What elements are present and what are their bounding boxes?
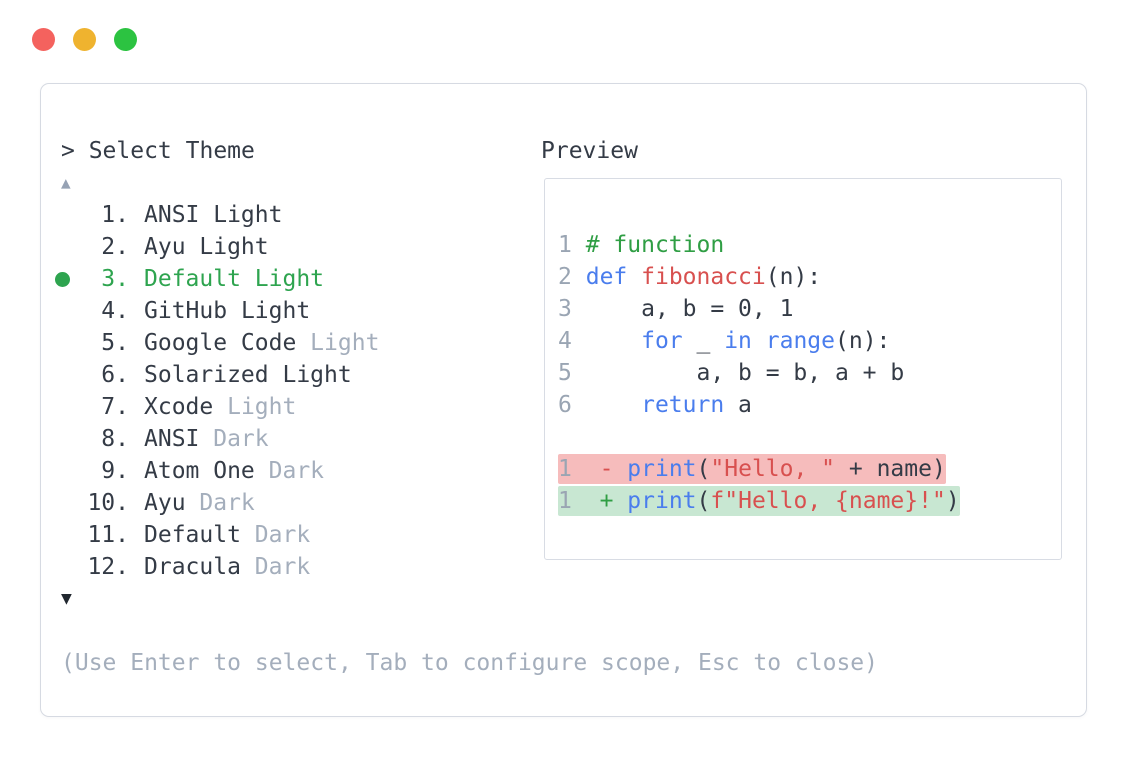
preview-box: 1 # function 2 def fibonacci(n): 3 a, b = …: [544, 178, 1062, 560]
line-number: 3: [558, 296, 572, 322]
theme-item-label: Dracula: [144, 554, 241, 580]
bullet-spacer: [53, 455, 73, 487]
bullet-spacer: [53, 327, 73, 359]
theme-item-variant: Dark: [254, 458, 325, 484]
code-line: 2 def fibonacci(n):: [558, 264, 822, 290]
theme-item-number: 4.: [101, 298, 129, 324]
line-number: 1: [558, 456, 572, 482]
theme-item-ayu-dark[interactable]: 10. Ayu Dark: [53, 487, 878, 519]
bullet-spacer: [53, 359, 73, 391]
theme-item-variant: Light: [296, 330, 380, 356]
bullet-spacer: [53, 519, 73, 551]
bullet-spacer: [53, 391, 73, 423]
theme-item-label: Xcode: [144, 394, 214, 420]
theme-item-solarized-light[interactable]: 6. Solarized Light: [53, 359, 878, 391]
theme-selector-panel: > Select Theme ▲ 1. ANSI Light 2. Ayu Light…: [40, 83, 1087, 717]
theme-item-variant: Dark: [185, 490, 255, 516]
theme-item-github-light[interactable]: 4. GitHub Light: [53, 295, 878, 327]
theme-item-variant: Light: [268, 362, 352, 388]
line-number: 6: [558, 392, 572, 418]
scroll-down-indicator[interactable]: ▼: [61, 588, 72, 609]
theme-item-label: Atom One: [144, 458, 255, 484]
line-number: 2: [558, 264, 572, 290]
theme-item-variant: Dark: [240, 554, 311, 580]
bullet-spacer: [53, 423, 73, 455]
theme-item-variant: Light: [199, 202, 283, 228]
theme-item-number: 5.: [101, 330, 129, 356]
theme-item-label: Default: [144, 266, 241, 292]
theme-item-label: ANSI: [144, 202, 200, 228]
theme-item-ansi-light[interactable]: 1. ANSI Light: [53, 199, 878, 231]
theme-item-google-code-light[interactable]: 5. Google Code Light: [53, 327, 878, 359]
bullet-spacer: [53, 199, 73, 231]
code-sample: 1 # function 2 def fibonacci(n): 3 a, b = …: [545, 179, 1061, 517]
theme-item-atom-one-dark[interactable]: 9. Atom One Dark: [53, 455, 878, 487]
code-line: 1 # function: [558, 232, 725, 258]
minimize-button[interactable]: [73, 28, 96, 51]
theme-item-variant: Light: [185, 234, 269, 260]
code-line: 3 a, b = 0, 1: [558, 296, 794, 322]
theme-item-variant: Light: [240, 266, 325, 292]
theme-item-number: 7.: [101, 394, 129, 420]
close-button[interactable]: [32, 28, 55, 51]
theme-item-number: 6.: [101, 362, 129, 388]
theme-item-default-light[interactable]: 3. Default Light: [53, 263, 878, 295]
line-number: 4: [558, 328, 572, 354]
theme-item-label: Google Code: [144, 330, 297, 356]
line-number: 5: [558, 360, 572, 386]
theme-item-label: Ayu: [144, 234, 186, 260]
bullet-spacer: [53, 487, 73, 519]
window-controls: [32, 28, 137, 51]
theme-item-default-dark[interactable]: 11. Default Dark: [53, 519, 878, 551]
zoom-button[interactable]: [114, 28, 137, 51]
theme-item-variant: Dark: [199, 426, 269, 452]
theme-item-label: ANSI: [144, 426, 200, 452]
theme-item-number: 12.: [87, 554, 129, 580]
line-number: 1: [558, 232, 572, 258]
theme-item-number: 9.: [101, 458, 129, 484]
theme-item-xcode-light[interactable]: 7. Xcode Light: [53, 391, 878, 423]
theme-item-label: GitHub: [144, 298, 228, 324]
line-number: 1: [558, 488, 572, 514]
theme-item-number: 1.: [101, 202, 129, 228]
theme-item-variant: Light: [213, 394, 297, 420]
green-dot-icon: [55, 271, 70, 287]
theme-item-number: 11.: [87, 522, 129, 548]
diff-added-line: 1 + print(f"Hello, {name}!"): [558, 486, 960, 516]
theme-item-ansi-dark[interactable]: 8. ANSI Dark: [53, 423, 878, 455]
bullet-spacer: [53, 231, 73, 263]
bullet-spacer: [53, 295, 73, 327]
scroll-up-indicator[interactable]: ▲: [61, 173, 71, 192]
selected-indicator-dot: [53, 263, 73, 295]
theme-item-ayu-light[interactable]: 2. Ayu Light: [53, 231, 878, 263]
theme-item-number: 3.: [101, 266, 129, 292]
theme-item-label: Ayu: [144, 490, 186, 516]
diff-deleted-line: 1 - print("Hello, " + name): [558, 454, 946, 484]
bullet-spacer: [53, 551, 73, 583]
code-line: 4 for _ in range(n):: [558, 328, 891, 354]
theme-item-number: 10.: [87, 490, 129, 516]
theme-item-label: Solarized: [144, 362, 269, 388]
theme-item-label: Default: [144, 522, 241, 548]
preview-title: Preview: [541, 138, 638, 164]
theme-item-variant: Light: [227, 298, 311, 324]
select-theme-prompt: > Select Theme: [61, 138, 255, 164]
theme-list-column: > Select Theme ▲ 1. ANSI Light 2. Ayu Light…: [55, 135, 878, 679]
theme-item-variant: Dark: [240, 522, 311, 548]
theme-item-number: 2.: [101, 234, 129, 260]
code-line: 5 a, b = b, a + b: [558, 360, 905, 386]
theme-item-number: 8.: [101, 426, 129, 452]
code-line: [558, 421, 1051, 453]
code-line: 6 return a: [558, 392, 752, 418]
theme-item-dracula-dark[interactable]: 12. Dracula Dark: [53, 551, 878, 583]
help-text: (Use Enter to select, Tab to configure s…: [61, 650, 878, 676]
